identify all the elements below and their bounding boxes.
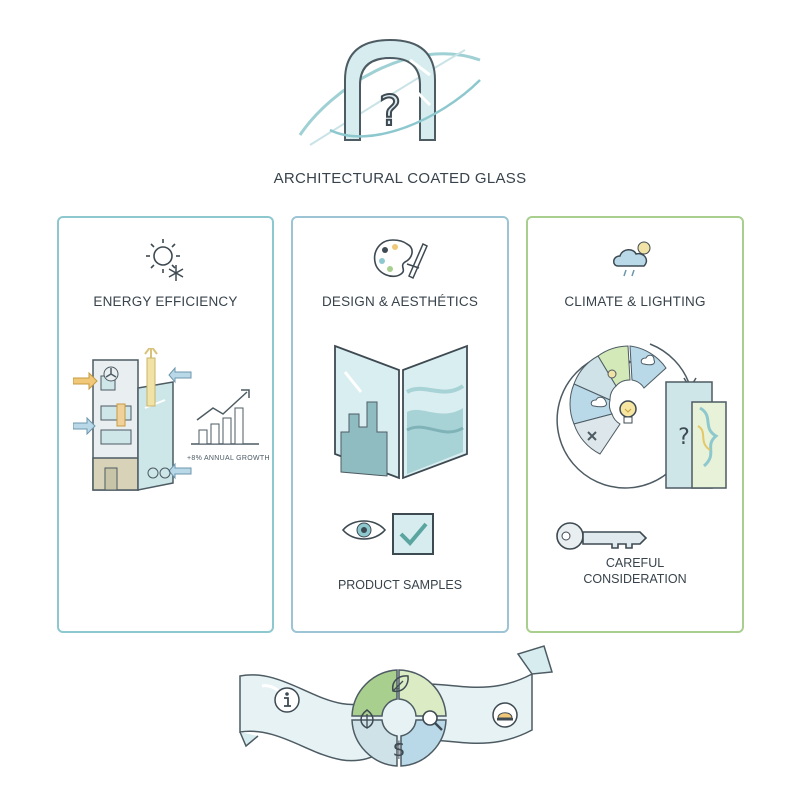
design-aesthetics-card: DESIGN & AESTHÉTICS PRODUCT SAMPLES (291, 216, 509, 633)
lightbulb-icon (616, 398, 640, 428)
glass-arch-question-icon: ? (290, 30, 490, 160)
growth-chart-icon (191, 386, 261, 446)
leaf-icon (389, 673, 411, 695)
folding-glass-panel-icon (331, 342, 471, 482)
info-icon (272, 685, 302, 715)
energy-efficiency-card: ENERGY EFFICIENCY (57, 216, 274, 633)
climate-lighting-label: CLIMATE & LIGHTING (564, 294, 706, 309)
growth-note: +8% ANNUAL GROWTH (187, 455, 270, 462)
svg-text:?: ? (678, 425, 690, 450)
page-title: ARCHITECTURAL COATED GLASS (273, 170, 527, 187)
key-icon (554, 518, 654, 558)
fan-icon (103, 366, 119, 382)
eye-icon (341, 516, 387, 544)
climate-lighting-card: CLIMATE & LIGHTING ? (526, 216, 744, 633)
building-icon (73, 348, 193, 498)
careful-consideration-label-line1: CAREFUL (605, 556, 665, 570)
energy-efficiency-label: ENERGY EFFICIENCY (93, 294, 238, 309)
pillar-wheel (346, 664, 452, 774)
dollar-icon: $ (389, 736, 409, 762)
careful-consideration-label-line2: CONSIDERATION (583, 572, 687, 586)
product-samples-label: PRODUCT SAMPLES (337, 578, 463, 592)
svg-text:?: ? (379, 86, 401, 135)
cycle-wheel-icon: ? (554, 336, 730, 496)
svg-text:$: $ (393, 737, 406, 761)
palette-icon (371, 236, 433, 282)
ruler-icon (405, 240, 429, 280)
snowflake-icon (167, 264, 185, 282)
sun-icon (141, 236, 193, 284)
leaf-icon-small (357, 708, 377, 730)
cloud-sun-rain-icon (610, 238, 662, 280)
hard-hat-icon (491, 701, 519, 729)
magnifier-icon (420, 708, 444, 732)
design-aesthetics-label: DESIGN & AESTHÉTICS (321, 294, 479, 309)
ribbon-banner (232, 636, 572, 796)
checkbox-icon (391, 512, 437, 558)
